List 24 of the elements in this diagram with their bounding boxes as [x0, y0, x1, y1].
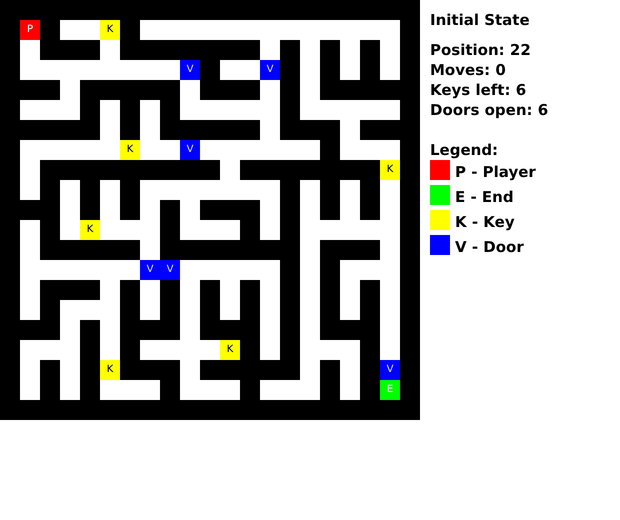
door-tile: V: [380, 360, 400, 380]
door-tile: V: [140, 260, 160, 280]
door-tile: V: [180, 140, 200, 160]
key-tile: K: [380, 160, 400, 180]
legend-label: E - End: [455, 187, 514, 207]
legend-label: P - Player: [455, 162, 536, 182]
status-line: Position: 22: [430, 40, 531, 60]
legend-heading: Legend:: [430, 140, 498, 160]
status-line: Doors open: 6: [430, 100, 548, 120]
door-tile: V: [160, 260, 180, 280]
panel-title: Initial State: [430, 10, 530, 30]
status-line: Keys left: 6: [430, 80, 526, 100]
key-tile: K: [120, 140, 140, 160]
legend-label: V - Door: [455, 237, 524, 257]
end-tile: E: [380, 380, 400, 400]
door-tile: V: [260, 60, 280, 80]
status-line: Moves: 0: [430, 60, 506, 80]
key-tile: K: [100, 360, 120, 380]
door-tile: V: [180, 60, 200, 80]
key-tile: K: [80, 220, 100, 240]
legend-label: K - Key: [455, 212, 515, 232]
player-tile: P: [20, 20, 40, 40]
key-tile: K: [100, 20, 120, 40]
key-tile: K: [220, 340, 240, 360]
